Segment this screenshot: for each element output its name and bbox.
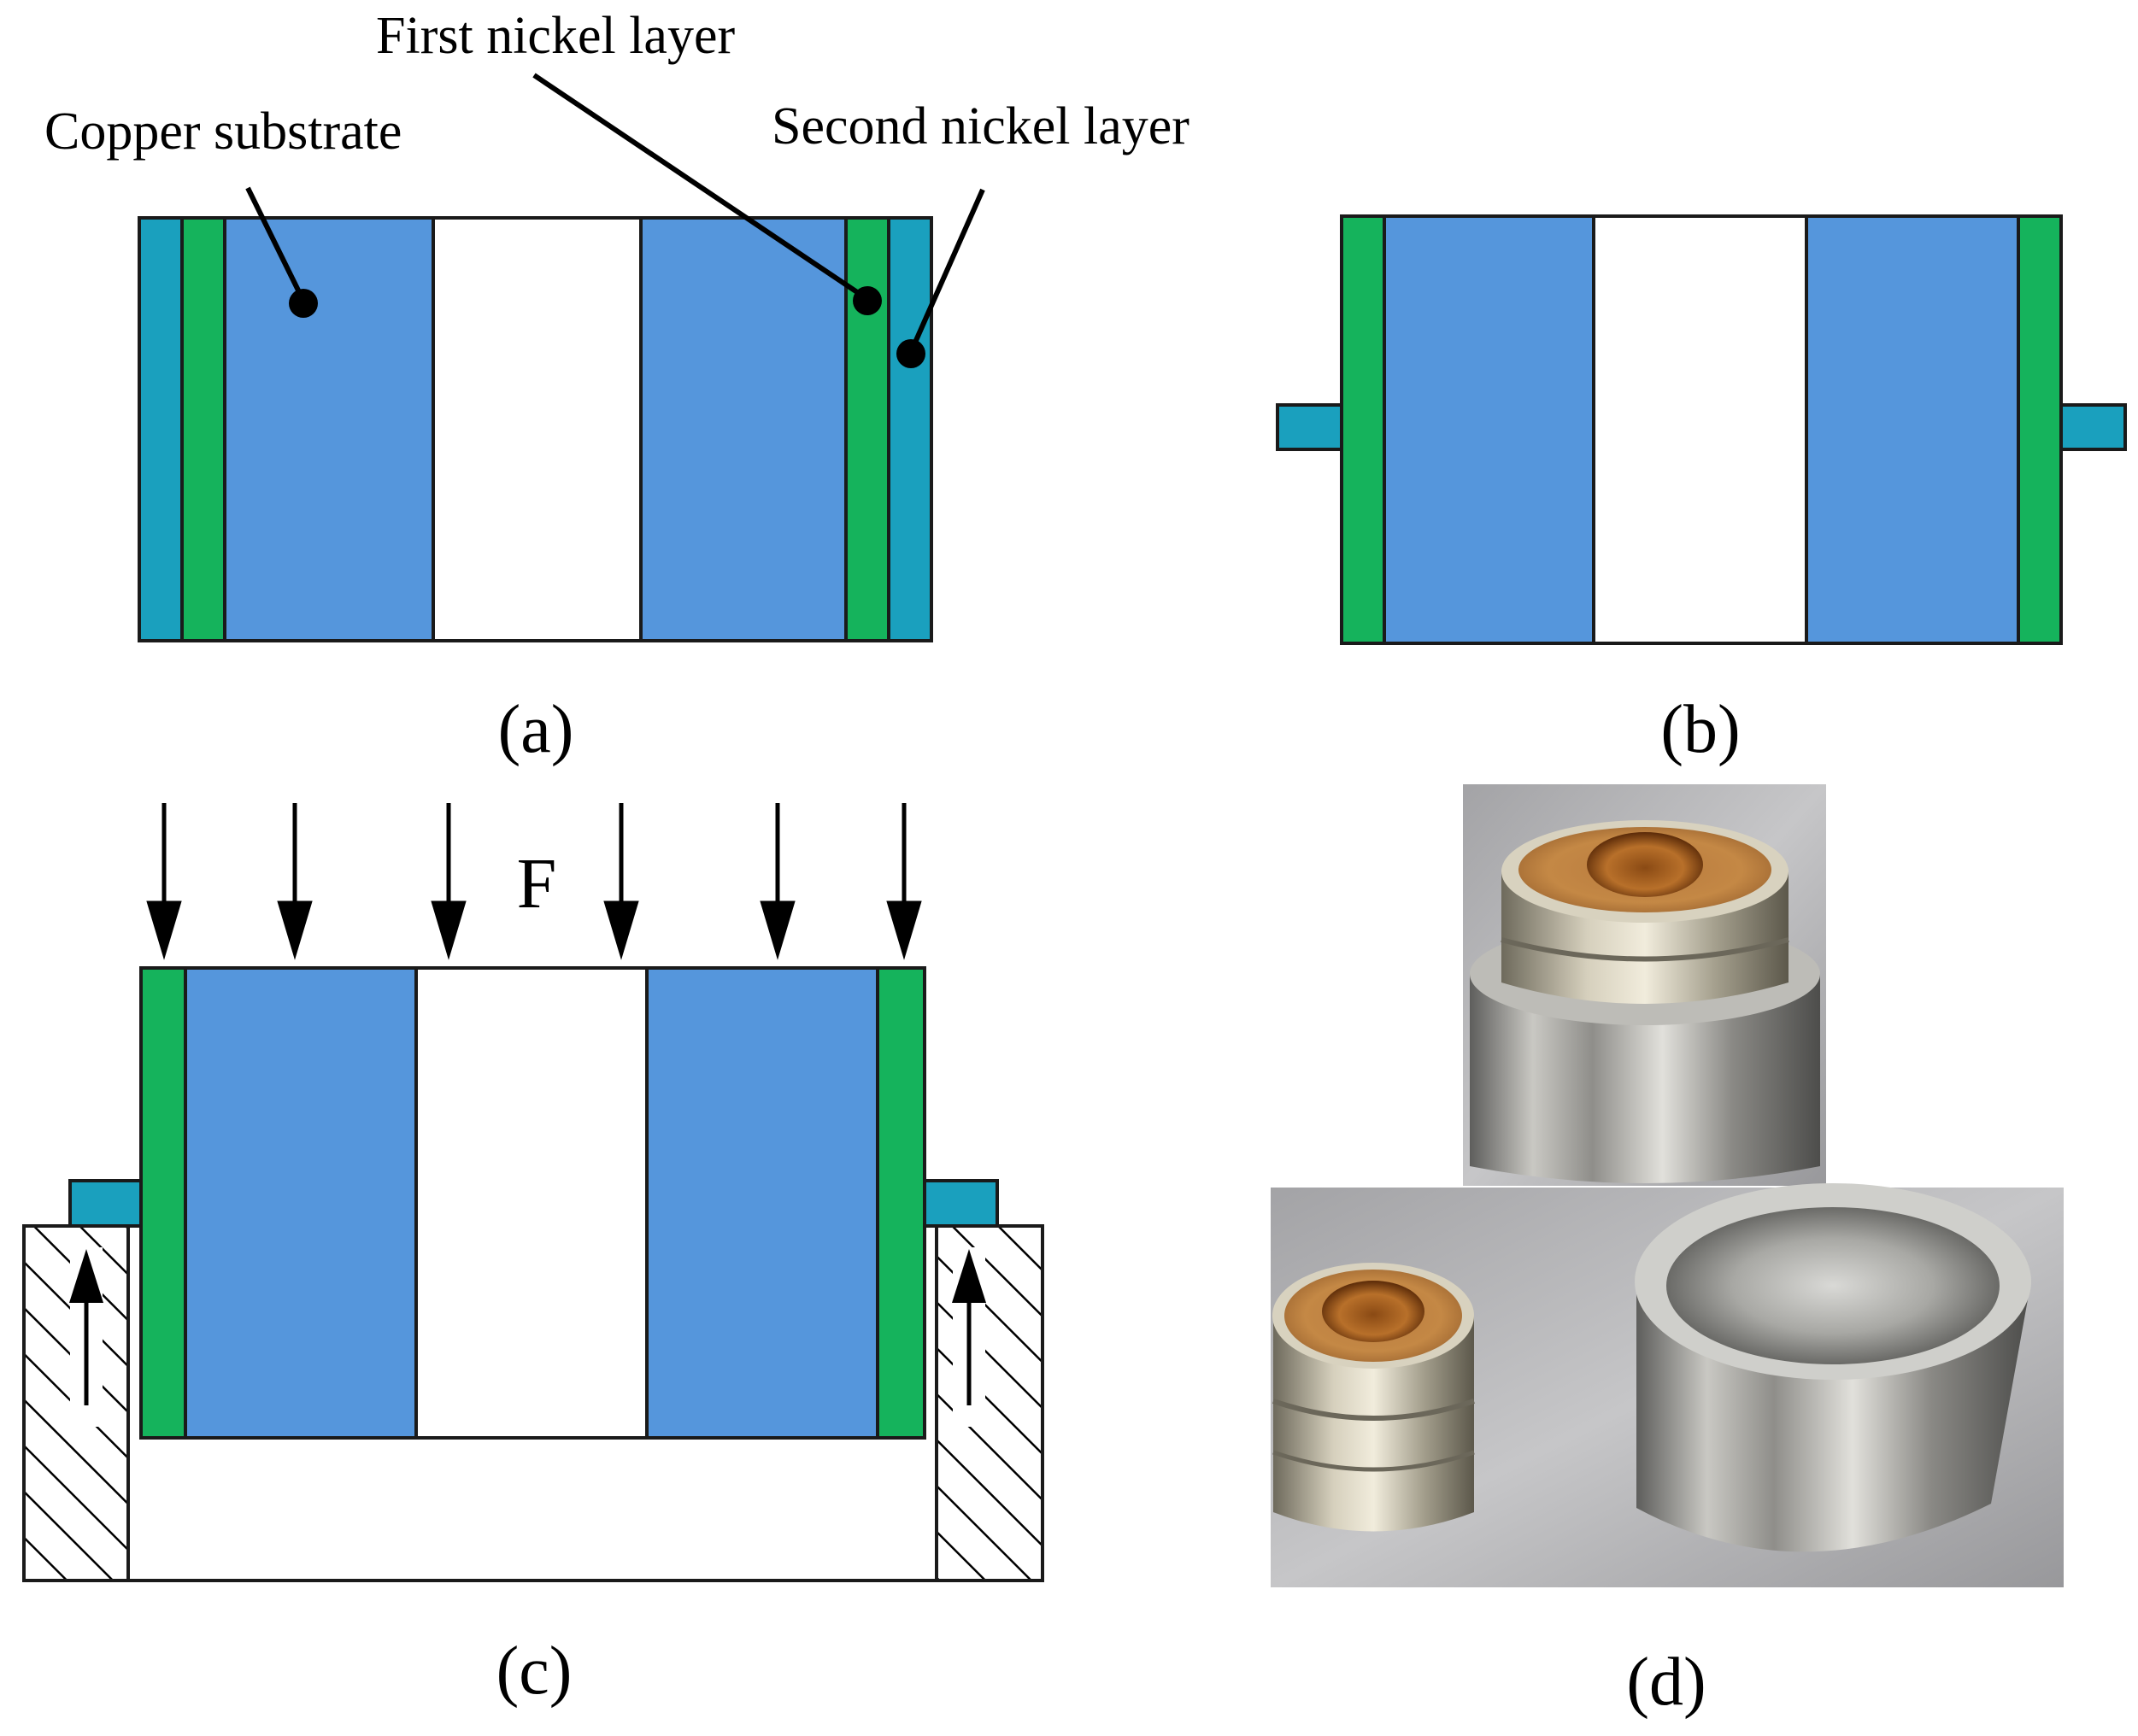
force-arrows xyxy=(146,803,922,960)
second-nickel-tab-left xyxy=(1276,403,1343,451)
leader-dot-copper xyxy=(289,289,318,318)
second-nickel-tab-right-c xyxy=(923,1179,999,1228)
panel-c-diagram: F (c) xyxy=(22,803,1044,1709)
photo-separated-parts xyxy=(1271,1183,2064,1587)
panel-a-diagram: Copper substrate First nickel layer Seco… xyxy=(44,7,1189,767)
leader-dot-first-nickel xyxy=(853,286,882,315)
force-arrow xyxy=(277,803,313,960)
label-copper-substrate: Copper substrate xyxy=(44,103,402,161)
leader-copper-substrate xyxy=(245,186,306,302)
force-arrow xyxy=(603,803,639,960)
first-nickel-layer-right xyxy=(846,218,889,641)
copper-substrate-right xyxy=(641,218,846,641)
force-label: F xyxy=(517,844,557,924)
second-nickel-layer-left xyxy=(139,218,182,641)
copper-substrate-left-c xyxy=(185,968,416,1438)
copper-substrate-left-b xyxy=(1384,216,1594,643)
force-arrow xyxy=(760,803,796,960)
bore-b xyxy=(1594,216,1806,643)
bore xyxy=(433,218,641,641)
force-arrow xyxy=(146,803,182,960)
leader-second-nickel xyxy=(908,188,985,354)
label-first-nickel-layer: First nickel layer xyxy=(376,7,735,65)
copper-substrate-right-c xyxy=(647,968,878,1438)
panel-d-photo: (d) xyxy=(1271,784,2064,1720)
panel-label-b: (b) xyxy=(1660,692,1740,767)
force-arrow xyxy=(431,803,467,960)
second-nickel-tab-left-c xyxy=(68,1179,143,1228)
copper-substrate-right-b xyxy=(1806,216,2018,643)
leader-first-nickel xyxy=(532,73,869,302)
panel-b-diagram: (b) xyxy=(1276,214,2127,767)
panel-label-a: (a) xyxy=(498,692,574,767)
panel-label-c: (c) xyxy=(496,1633,573,1709)
reaction-arrow-left xyxy=(69,1247,103,1427)
photo-assembled-sleeve xyxy=(1463,784,1826,1186)
second-nickel-layer-right xyxy=(889,218,931,641)
force-arrow xyxy=(886,803,922,960)
reaction-arrow-right xyxy=(952,1247,986,1427)
first-nickel-layer-left-b xyxy=(1342,216,1384,643)
leader-dot-second-nickel xyxy=(896,339,925,368)
copper-substrate-left xyxy=(225,218,433,641)
first-nickel-layer-right-c xyxy=(878,968,925,1438)
first-nickel-layer-left xyxy=(182,218,225,641)
bore-c xyxy=(416,968,647,1438)
first-nickel-layer-right-b xyxy=(2018,216,2061,643)
panel-label-d: (d) xyxy=(1626,1645,1706,1720)
first-nickel-layer-left-c xyxy=(141,968,185,1438)
second-nickel-tab-right xyxy=(2059,403,2127,451)
fixture-wall-right xyxy=(935,1224,1044,1582)
label-second-nickel-layer: Second nickel layer xyxy=(772,97,1189,155)
